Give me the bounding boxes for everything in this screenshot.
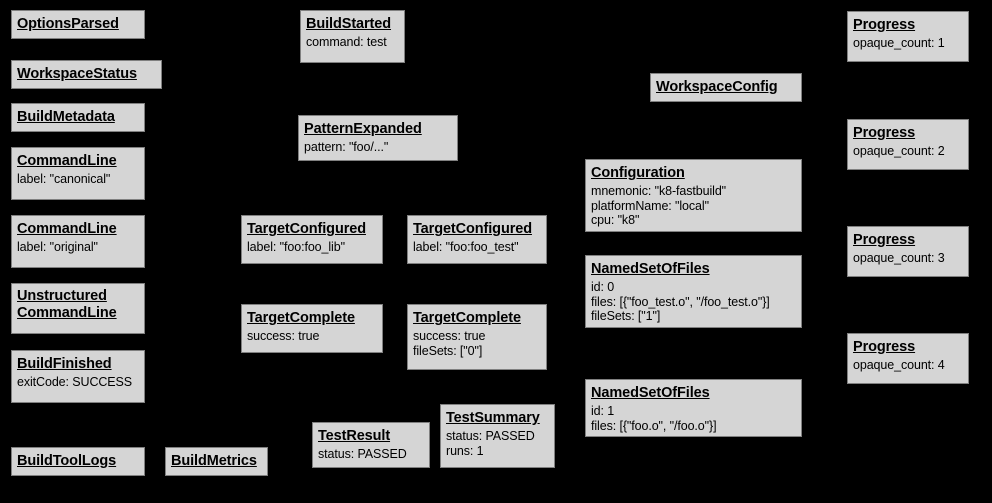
node-field: files: [{"foo.o", "/foo.o"}] <box>591 418 717 433</box>
node-fields: label: "foo:foo_lib" <box>247 240 377 255</box>
node-title: NamedSetOfFiles <box>591 385 710 401</box>
node-title: Progress <box>853 17 916 33</box>
node-title: OptionsParsed <box>17 16 119 32</box>
node-title: CommandLine <box>17 221 117 237</box>
node-field: cpu: "k8" <box>591 213 640 228</box>
node-fields: label: "foo:foo_test" <box>413 240 541 255</box>
node-build-finished[interactable]: BuildFinished exitCode: SUCCESS <box>11 350 145 403</box>
node-progress-2[interactable]: Progress opaque_count: 2 <box>847 119 969 170</box>
node-fields: command: test <box>306 35 399 50</box>
node-build-tool-logs[interactable]: BuildToolLogs <box>11 447 145 476</box>
node-pattern-expanded[interactable]: PatternExpanded pattern: "foo/..." <box>298 115 458 161</box>
node-fields: opaque_count: 3 <box>853 251 963 266</box>
node-fields: success: true <box>247 329 377 344</box>
node-field: opaque_count: 2 <box>853 143 945 158</box>
node-field: files: [{"foo_test.o", "/foo_test.o"}] <box>591 294 770 309</box>
node-field: exitCode: SUCCESS <box>17 374 133 389</box>
node-target-complete-lib[interactable]: TargetComplete success: true <box>241 304 383 353</box>
node-workspace-config[interactable]: WorkspaceConfig <box>650 73 802 102</box>
node-title: Progress <box>853 339 916 355</box>
node-test-result[interactable]: TestResult status: PASSED <box>312 422 430 468</box>
node-command-line-original[interactable]: CommandLine label: "original" <box>11 215 145 268</box>
node-title: CommandLine <box>17 153 117 169</box>
node-field: label: "foo:foo_test" <box>413 239 519 254</box>
node-field: runs: 1 <box>446 443 484 458</box>
node-progress-3[interactable]: Progress opaque_count: 3 <box>847 226 969 277</box>
node-target-configured-lib[interactable]: TargetConfigured label: "foo:foo_lib" <box>241 215 383 264</box>
node-title: TargetComplete <box>413 310 521 326</box>
node-fields: opaque_count: 4 <box>853 358 963 373</box>
node-command-line-canonical[interactable]: CommandLine label: "canonical" <box>11 147 145 200</box>
node-field: platformName: "local" <box>591 198 709 213</box>
node-title: TargetConfigured <box>413 221 532 237</box>
node-progress-1[interactable]: Progress opaque_count: 1 <box>847 11 969 62</box>
node-target-configured-test[interactable]: TargetConfigured label: "foo:foo_test" <box>407 215 547 264</box>
node-unstructured-command-line[interactable]: Unstructured CommandLine <box>11 283 145 334</box>
node-title: Progress <box>853 232 916 248</box>
node-configuration[interactable]: Configuration mnemonic: "k8-fastbuild"pla… <box>585 159 802 232</box>
node-title: NamedSetOfFiles <box>591 261 710 277</box>
node-field: mnemonic: "k8-fastbuild" <box>591 183 727 198</box>
node-build-metrics[interactable]: BuildMetrics <box>165 447 268 476</box>
node-title: Unstructured CommandLine <box>17 288 117 322</box>
node-title: BuildFinished <box>17 356 112 372</box>
node-field: status: PASSED <box>318 446 407 461</box>
node-fields: exitCode: SUCCESS <box>17 375 139 390</box>
node-field: status: PASSED <box>446 428 535 443</box>
node-title: PatternExpanded <box>304 121 422 137</box>
node-fields: label: "canonical" <box>17 172 139 187</box>
node-field: label: "original" <box>17 239 98 254</box>
node-title: TestSummary <box>446 410 540 426</box>
node-field: opaque_count: 4 <box>853 357 945 372</box>
node-build-metadata[interactable]: BuildMetadata <box>11 103 145 132</box>
node-field: opaque_count: 3 <box>853 250 945 265</box>
node-progress-4[interactable]: Progress opaque_count: 4 <box>847 333 969 384</box>
node-fields: label: "original" <box>17 240 139 255</box>
node-field: label: "foo:foo_lib" <box>247 239 345 254</box>
node-field: opaque_count: 1 <box>853 35 945 50</box>
node-field: id: 0 <box>591 279 615 294</box>
node-field: success: true <box>247 328 320 343</box>
node-title: WorkspaceConfig <box>656 79 778 95</box>
node-title: TargetComplete <box>247 310 355 326</box>
node-fields: pattern: "foo/..." <box>304 140 452 155</box>
node-title: BuildMetrics <box>171 453 257 469</box>
node-field: success: true <box>413 328 486 343</box>
node-fields: opaque_count: 2 <box>853 144 963 159</box>
node-title: BuildMetadata <box>17 109 115 125</box>
node-title: BuildToolLogs <box>17 453 117 469</box>
node-title: WorkspaceStatus <box>17 66 137 82</box>
node-field: pattern: "foo/..." <box>304 139 389 154</box>
node-title: Progress <box>853 125 916 141</box>
node-title: BuildStarted <box>306 16 392 32</box>
node-field: fileSets: ["0"] <box>413 343 483 358</box>
node-field: command: test <box>306 34 387 49</box>
node-field: label: "canonical" <box>17 171 111 186</box>
node-fields: mnemonic: "k8-fastbuild"platformName: "l… <box>591 184 796 228</box>
node-fields: opaque_count: 1 <box>853 36 963 51</box>
node-build-started[interactable]: BuildStarted command: test <box>300 10 405 63</box>
node-options-parsed[interactable]: OptionsParsed <box>11 10 145 39</box>
node-workspace-status[interactable]: WorkspaceStatus <box>11 60 162 89</box>
node-field: id: 1 <box>591 403 615 418</box>
node-title: TargetConfigured <box>247 221 366 237</box>
node-fields: status: PASSED <box>318 447 424 462</box>
node-field: fileSets: ["1"] <box>591 309 661 324</box>
node-title: TestResult <box>318 428 391 444</box>
node-title: Configuration <box>591 165 685 181</box>
